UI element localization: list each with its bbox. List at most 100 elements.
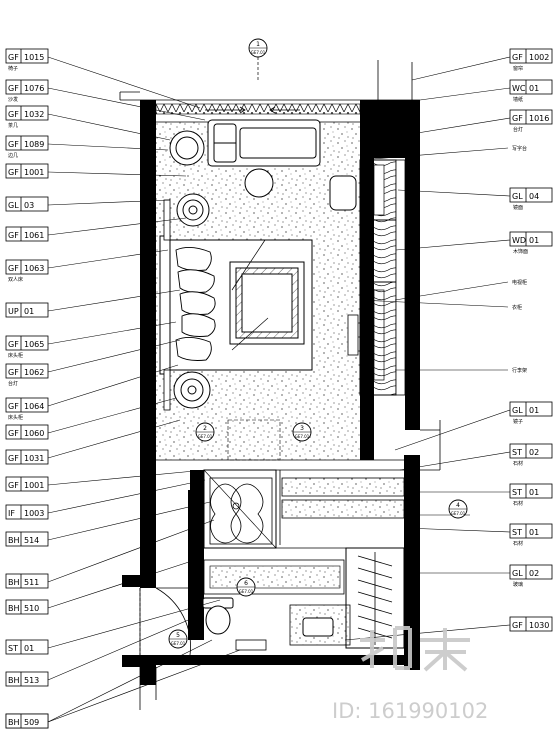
material-number: 1001 xyxy=(24,481,44,490)
material-description: 床头柜 xyxy=(8,352,23,359)
leader-line xyxy=(397,189,511,197)
leader-line xyxy=(399,451,511,471)
material-tag: IF 1003 xyxy=(5,504,49,520)
material-description: 写字台 xyxy=(512,145,527,152)
section-number: 4 xyxy=(456,502,460,509)
material-description: 椅子 xyxy=(8,65,18,72)
section-sheet: GE7.01 xyxy=(295,434,310,439)
leader-line xyxy=(404,117,511,136)
material-code: BH xyxy=(8,718,20,727)
material-tag: 写字台 xyxy=(512,145,527,152)
material-code: ST xyxy=(8,644,18,653)
material-number: 1002 xyxy=(529,53,549,62)
material-number: 1063 xyxy=(24,264,44,273)
leader-line xyxy=(403,527,511,533)
material-code: GF xyxy=(8,264,19,273)
material-tag: GF 1015 椅子 xyxy=(5,48,49,72)
material-code: GF xyxy=(512,114,523,123)
material-number: 513 xyxy=(24,676,39,685)
material-number: 01 xyxy=(24,644,34,653)
material-number: 1015 xyxy=(24,53,44,62)
leader-line xyxy=(394,281,509,301)
leader-line xyxy=(395,239,511,251)
leader-line xyxy=(47,639,213,723)
sofa xyxy=(207,119,321,167)
section-sheet: GE7.01 xyxy=(239,589,254,594)
luggage-rack xyxy=(347,314,359,356)
material-number: 1062 xyxy=(24,368,44,377)
leader-line xyxy=(47,171,187,177)
material-description: 墙纸 xyxy=(513,96,523,103)
material-description: 窗帘 xyxy=(513,65,523,72)
leader-line xyxy=(47,199,171,206)
section-number: 2 xyxy=(203,425,207,432)
leader-line xyxy=(394,409,511,451)
material-code: WC xyxy=(512,84,526,93)
material-code: GF xyxy=(8,110,19,119)
curtain-track xyxy=(155,103,361,115)
watermark-logo xyxy=(360,626,470,672)
material-code: GL xyxy=(512,192,523,201)
material-description: 茶几 xyxy=(8,122,18,129)
material-number: 1076 xyxy=(24,84,44,93)
wall-panel xyxy=(163,369,171,411)
material-description: 双人床 xyxy=(8,276,23,283)
watermark-id: ID: 161990102 xyxy=(332,699,488,723)
leader-line xyxy=(47,397,177,434)
material-code: WD xyxy=(512,236,526,245)
leader-line xyxy=(47,339,181,373)
material-code: GF xyxy=(512,53,523,62)
bath-mat xyxy=(235,639,267,651)
material-number: 511 xyxy=(24,578,39,587)
leader-line xyxy=(47,469,206,486)
material-number: 01 xyxy=(529,528,539,537)
material-number: 02 xyxy=(529,569,539,578)
material-code: GF xyxy=(8,84,19,93)
leader-line xyxy=(411,56,511,81)
leader-line xyxy=(47,419,181,459)
material-code: BH xyxy=(8,604,20,613)
material-description: 行李架 xyxy=(512,367,527,374)
material-code: GF xyxy=(8,53,19,62)
material-number: 1003 xyxy=(24,509,44,518)
section-marks: 1GE7.012GE7.013GE7.014GE7.015GE7.016GE7.… xyxy=(168,38,468,649)
leader-line xyxy=(47,364,179,407)
material-code: GF xyxy=(8,481,19,490)
material-description: 衣柜 xyxy=(512,304,522,311)
leader-line xyxy=(47,519,215,583)
section-sheet: GE7.01 xyxy=(171,641,186,646)
material-description: 边几 xyxy=(8,152,18,159)
washbasin xyxy=(302,617,334,637)
material-tag: 衣柜 xyxy=(512,304,522,311)
section-sheet: GE7.01 xyxy=(251,50,266,55)
material-code: ST xyxy=(512,528,522,537)
material-code: IF xyxy=(8,509,15,518)
material-code: GF xyxy=(512,621,523,630)
material-number: 1061 xyxy=(24,231,44,240)
bathroom xyxy=(202,469,470,651)
material-code: BH xyxy=(8,676,20,685)
leader-line xyxy=(359,299,509,308)
leader-line xyxy=(47,599,221,649)
material-description: 沙发 xyxy=(8,96,18,103)
material-number: 01 xyxy=(24,307,34,316)
material-number: 01 xyxy=(529,406,539,415)
watermark: ID: 161990102 xyxy=(332,626,488,723)
